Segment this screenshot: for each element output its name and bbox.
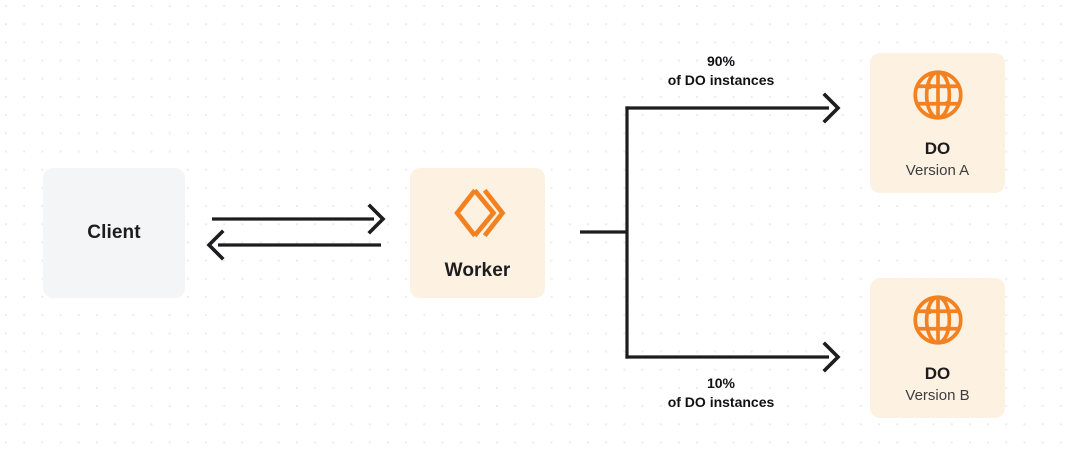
node-client[interactable]: Client [43, 168, 185, 298]
edge-label-do-a: 90% of DO instances [625, 52, 817, 91]
edge-worker-to-do-a [625, 92, 841, 124]
edge-worker-to-client [206, 229, 381, 261]
arrow-right-icon [822, 341, 841, 373]
node-do-a-label: DO [924, 139, 951, 159]
arrow-right-icon [822, 92, 841, 124]
node-do-version-a[interactable]: DO Version A [870, 53, 1005, 193]
edge-label-do-b: 10% of DO instances [625, 374, 817, 413]
node-do-a-sublabel: Version A [905, 161, 970, 179]
arrow-left-icon [206, 229, 225, 261]
node-do-b-sublabel: Version B [905, 386, 970, 404]
edge-label-do-b-caption: of DO instances [667, 394, 775, 411]
edge-label-do-a-percent: 90% [706, 53, 736, 69]
globe-icon [910, 67, 966, 123]
node-worker[interactable]: Worker [410, 168, 545, 298]
edge-worker-split-bus [580, 106, 629, 359]
node-client-label: Client [87, 222, 141, 243]
arrow-right-icon [367, 203, 386, 235]
edge-client-to-worker [212, 203, 386, 235]
edge-label-do-b-percent: 10% [706, 375, 736, 391]
node-do-b-label: DO [924, 364, 951, 384]
node-do-version-b[interactable]: DO Version B [870, 278, 1005, 418]
edge-label-do-a-caption: of DO instances [667, 72, 775, 89]
edge-worker-to-do-b [625, 341, 841, 373]
globe-icon [910, 292, 966, 348]
cloudflare-workers-icon [449, 184, 507, 242]
node-worker-label: Worker [444, 260, 511, 281]
